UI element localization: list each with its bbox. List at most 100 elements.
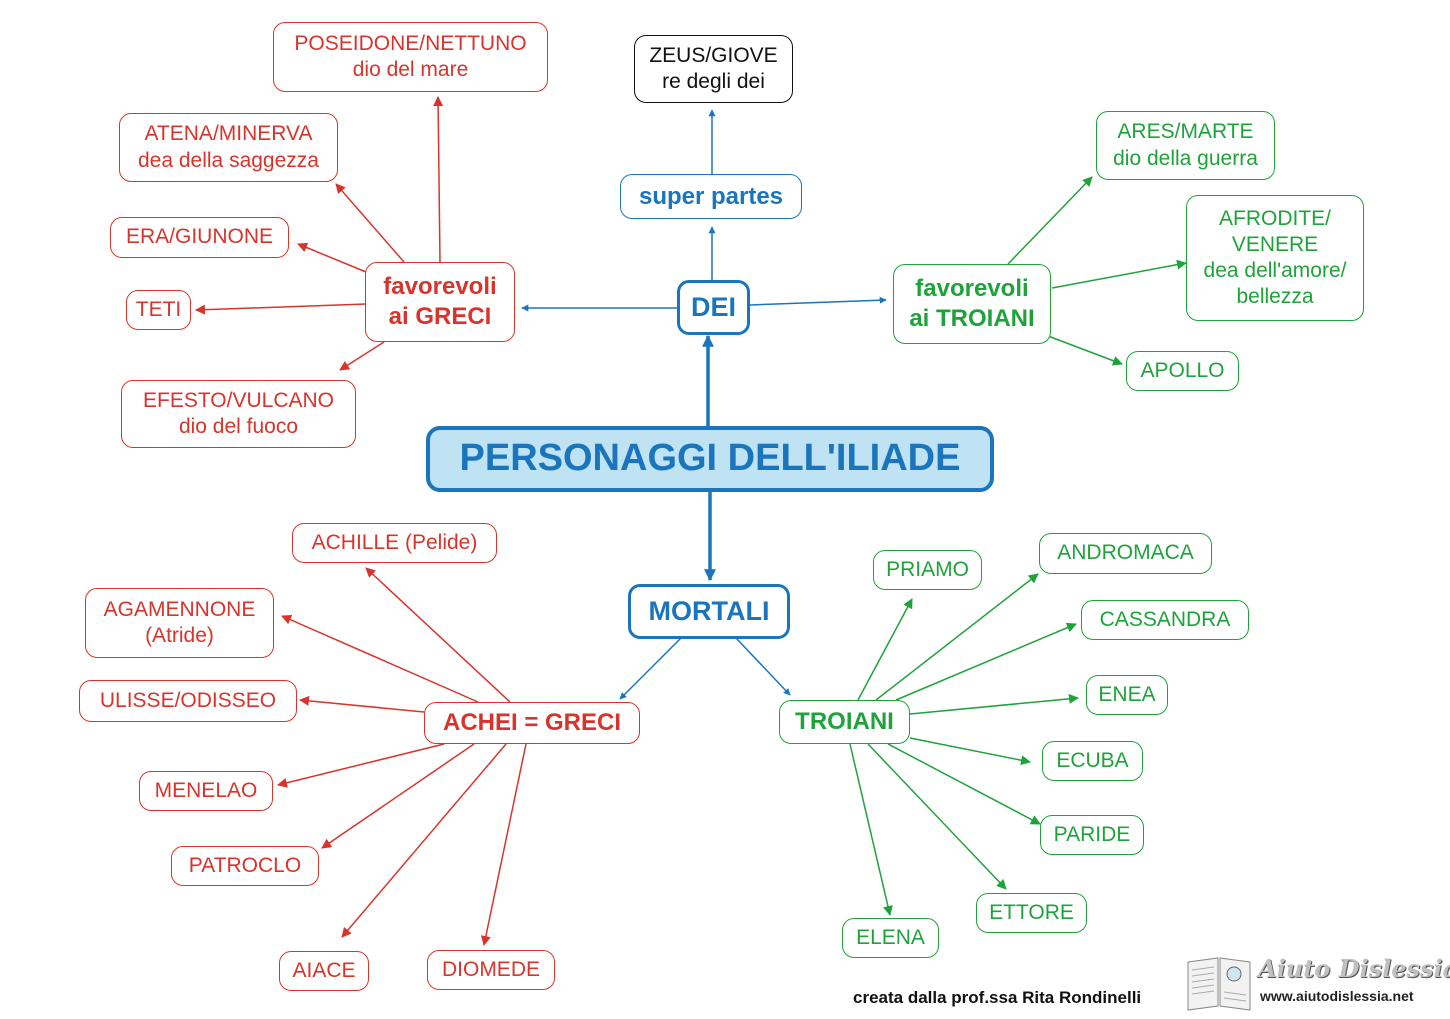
arrow-troiani-apollo bbox=[1047, 335, 1123, 366]
poseidone-line2: dio del mare bbox=[352, 58, 469, 81]
ares-line1: ARES/MARTE bbox=[1117, 120, 1254, 144]
ares-line2: dio della guerra bbox=[1113, 146, 1258, 170]
node-atena[interactable]: ATENA/MINERVA dea della saggezza bbox=[119, 113, 338, 182]
book-icon bbox=[1187, 957, 1251, 1011]
credit-text: creata dalla prof.ssa Rita Rondinelli bbox=[853, 988, 1142, 1007]
node-mortali[interactable]: MORTALI bbox=[628, 584, 790, 639]
fav-greci-line2: ai GRECI bbox=[388, 303, 492, 330]
atena-line2: dea della saggezza bbox=[138, 148, 319, 172]
node-achille[interactable]: ACHILLE (Pelide) bbox=[292, 523, 497, 563]
afrodite-line1: AFRODITE/ bbox=[1218, 206, 1331, 230]
arrow-troiani-elena bbox=[849, 743, 893, 916]
node-poseidone[interactable]: POSEIDONE/NETTUNO dio del mare bbox=[273, 22, 548, 92]
aiuto-dislessia-logo[interactable]: Aiuto Dislessia www.aiutodislessia.net bbox=[1184, 952, 1450, 1012]
node-super-partes-label: super partes bbox=[638, 182, 784, 210]
troiani-label: TROIANI bbox=[795, 708, 894, 735]
apollo-line1: APOLLO bbox=[1140, 358, 1225, 382]
node-elena[interactable]: ELENA bbox=[842, 918, 939, 958]
node-zeus-giove[interactable]: ZEUS/GIOVE re degli dei bbox=[634, 35, 793, 103]
arrow-achei-aiace bbox=[341, 743, 507, 938]
arrow-achei-patroclo bbox=[321, 743, 475, 849]
node-dei-label: DEI bbox=[690, 291, 736, 322]
ettore-label: ETTORE bbox=[989, 900, 1074, 924]
arrow-troiani-afrodite bbox=[1051, 259, 1187, 289]
node-ecuba[interactable]: ECUBA bbox=[1042, 741, 1143, 781]
arrow-greci-efesto bbox=[339, 341, 385, 371]
logo-title: Aiuto Dislessia bbox=[1258, 954, 1450, 983]
node-troiani[interactable]: TROIANI bbox=[779, 700, 910, 744]
arrow-dei-favtroiani bbox=[749, 296, 887, 306]
arrow-mortali-achei bbox=[619, 637, 682, 700]
enea-label: ENEA bbox=[1098, 682, 1156, 706]
arrow-greci-atena bbox=[335, 183, 405, 263]
diomede-label: DIOMEDE bbox=[441, 957, 540, 981]
afrodite-line3: dea dell'amore/ bbox=[1203, 259, 1347, 282]
agamennone-line1: AGAMENNONE bbox=[103, 597, 256, 621]
node-agamennone[interactable]: AGAMENNONE (Atride) bbox=[85, 588, 274, 658]
node-super-partes[interactable]: super partes bbox=[620, 174, 802, 219]
node-era[interactable]: ERA/GIUNONE bbox=[110, 217, 289, 258]
arrow-mortali-troiani bbox=[735, 637, 791, 696]
node-paride[interactable]: PARIDE bbox=[1040, 815, 1144, 855]
achei-label: ACHEI = GRECI bbox=[442, 709, 622, 736]
arrow-troiani-ares bbox=[1007, 176, 1093, 265]
arrow-troiani-andromaca bbox=[875, 573, 1039, 701]
arrow-troiani-enea bbox=[909, 693, 1079, 715]
node-teti[interactable]: TETI bbox=[126, 290, 191, 330]
node-favorevoli-troiani[interactable]: favorevoli ai TROIANI bbox=[893, 264, 1051, 344]
node-diomede[interactable]: DIOMEDE bbox=[427, 950, 555, 990]
node-patroclo[interactable]: PATROCLO bbox=[171, 846, 319, 886]
node-favorevoli-greci[interactable]: favorevoli ai GRECI bbox=[365, 262, 515, 342]
aiace-label: AIACE bbox=[292, 958, 356, 982]
node-efesto[interactable]: EFESTO/VULCANO dio del fuoco bbox=[121, 380, 356, 448]
afrodite-line4: bellezza bbox=[1236, 285, 1314, 309]
arrow-troiani-ettore bbox=[867, 743, 1007, 890]
efesto-line1: EFESTO/VULCANO bbox=[143, 388, 334, 412]
node-menelao[interactable]: MENELAO bbox=[139, 771, 273, 811]
node-priamo[interactable]: PRIAMO bbox=[873, 550, 982, 590]
arrow-troiani-cassandra bbox=[895, 622, 1077, 701]
ecuba-label: ECUBA bbox=[1056, 748, 1129, 772]
node-ulisse[interactable]: ULISSE/ODISSEO bbox=[79, 680, 297, 722]
achille-label: ACHILLE (Pelide) bbox=[311, 530, 478, 554]
node-achei-greci[interactable]: ACHEI = GRECI bbox=[424, 702, 640, 744]
fav-greci-line1: favorevoli bbox=[383, 273, 497, 300]
arrow-greci-era bbox=[297, 242, 367, 273]
teti-line1: TETI bbox=[135, 297, 182, 321]
arrow-achei-achille bbox=[365, 567, 511, 703]
poseidone-line1: POSEIDONE/NETTUNO bbox=[294, 31, 527, 55]
node-ares[interactable]: ARES/MARTE dio della guerra bbox=[1096, 111, 1275, 180]
elena-label: ELENA bbox=[856, 925, 925, 949]
node-ettore[interactable]: ETTORE bbox=[976, 893, 1087, 933]
logo-url: www.aiutodislessia.net bbox=[1260, 988, 1414, 1004]
node-aiace[interactable]: AIACE bbox=[279, 951, 369, 991]
ulisse-label: ULISSE/ODISSEO bbox=[99, 688, 277, 712]
arrow-troiani-paride bbox=[887, 743, 1041, 825]
central-topic-label: PERSONAGGI DELL'ILIADE bbox=[459, 437, 961, 480]
arrow-troiani-priamo bbox=[857, 598, 913, 701]
fav-troiani-line2: ai TROIANI bbox=[909, 305, 1035, 332]
node-enea[interactable]: ENEA bbox=[1086, 675, 1168, 715]
central-topic[interactable]: PERSONAGGI DELL'ILIADE bbox=[426, 426, 994, 492]
andromaca-label: ANDROMACA bbox=[1057, 541, 1194, 565]
node-apollo[interactable]: APOLLO bbox=[1126, 351, 1239, 391]
arrow-achei-agamennone bbox=[281, 615, 479, 703]
node-dei[interactable]: DEI bbox=[677, 280, 750, 335]
atena-line1: ATENA/MINERVA bbox=[144, 122, 313, 146]
paride-label: PARIDE bbox=[1053, 822, 1131, 846]
zeus-line1: ZEUS/GIOVE bbox=[649, 43, 778, 67]
patroclo-label: PATROCLO bbox=[188, 853, 302, 877]
arrow-troiani-ecuba bbox=[909, 737, 1031, 766]
menelao-label: MENELAO bbox=[154, 778, 258, 802]
arrow-achei-menelao bbox=[277, 743, 445, 788]
zeus-line2: re degli dei bbox=[662, 70, 765, 93]
agamennone-line2: (Atride) bbox=[145, 624, 214, 647]
arrow-greci-poseidone bbox=[433, 96, 444, 263]
arrow-achei-ulisse bbox=[299, 695, 425, 713]
node-mortali-label: MORTALI bbox=[648, 595, 770, 626]
node-afrodite[interactable]: AFRODITE/ VENERE dea dell'amore/ bellezz… bbox=[1186, 195, 1364, 321]
node-cassandra[interactable]: CASSANDRA bbox=[1081, 600, 1249, 640]
efesto-line2: dio del fuoco bbox=[178, 415, 299, 438]
node-andromaca[interactable]: ANDROMACA bbox=[1039, 533, 1212, 574]
